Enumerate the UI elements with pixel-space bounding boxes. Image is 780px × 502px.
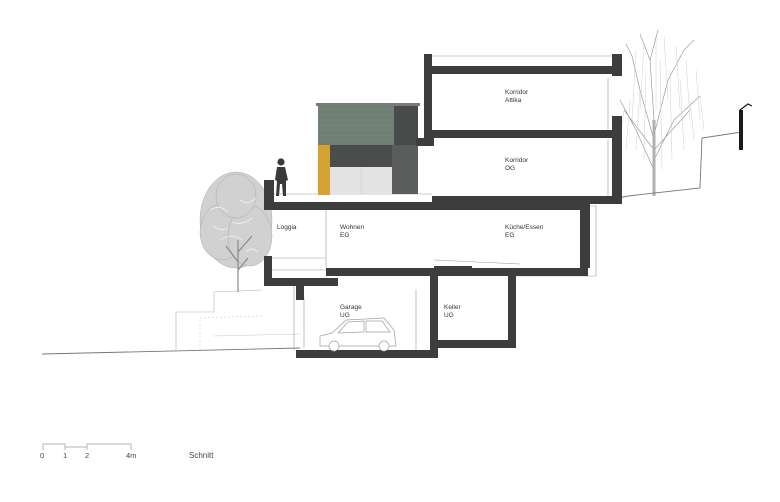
car-outline xyxy=(319,317,397,352)
room-label-loggia: Loggia xyxy=(277,224,297,231)
scale-tick-1: 1 xyxy=(63,451,67,460)
room-label-keller-ug: Keller UG xyxy=(444,304,462,319)
scale-tick-0: 0 xyxy=(40,451,44,460)
fence xyxy=(739,103,753,150)
room-label-korridor-og: Korridor OG xyxy=(505,157,530,172)
room-label-garage-ug: Garage UG xyxy=(340,304,364,319)
section-walls xyxy=(264,54,622,358)
facade-elevation xyxy=(316,103,420,195)
scale-tick-2: 2 xyxy=(85,451,89,460)
tree-right xyxy=(611,29,705,196)
scale-bar: 0 1 2 4m xyxy=(40,443,136,460)
room-label-wohnen-eg: Wohnen EG xyxy=(340,224,366,239)
room-labels: Korridor Attika Korridor OG Wohnen EG Kü… xyxy=(277,89,545,319)
room-label-kueche-essen-eg: Küche/Essen EG xyxy=(505,224,545,239)
scale-tick-4m: 4m xyxy=(126,451,136,460)
person-figure xyxy=(275,158,288,196)
tree-left xyxy=(199,171,273,292)
room-label-korridor-attika: Korridor Attika xyxy=(505,89,530,104)
drawing-title: Schnitt xyxy=(189,451,214,460)
